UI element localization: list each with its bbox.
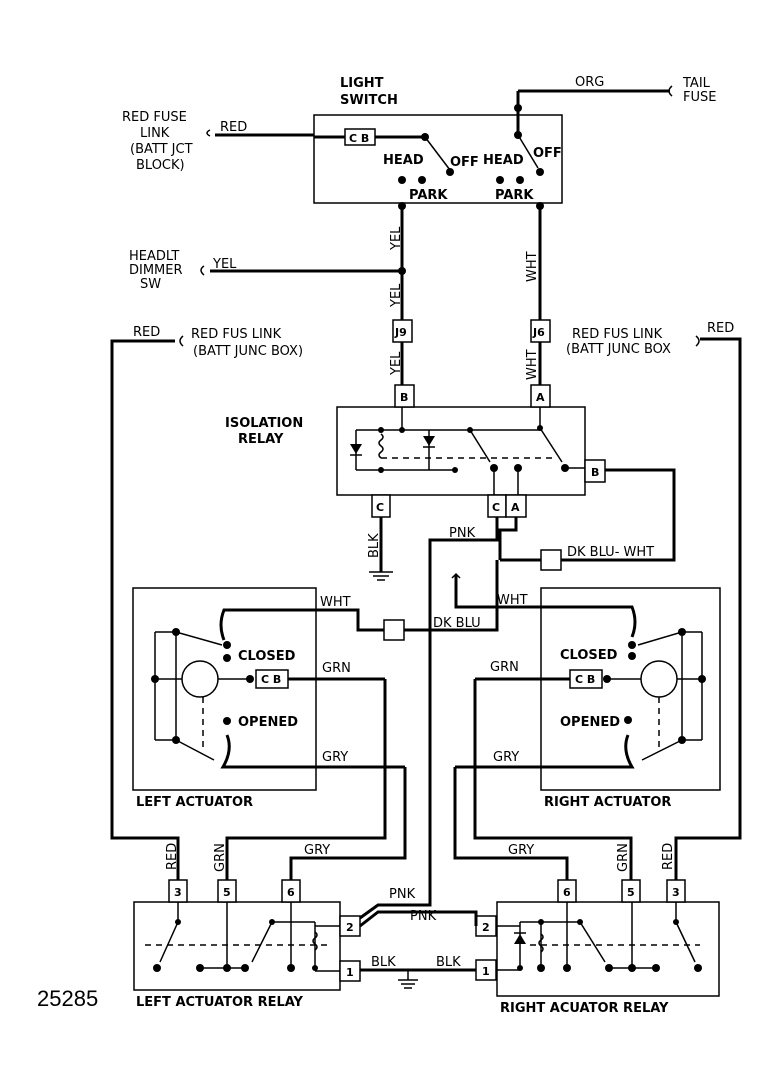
wire-wht-1: WHT xyxy=(525,251,540,282)
iso-pin-a-bottom: A xyxy=(511,501,520,514)
wire-wht-2: WHT xyxy=(525,349,540,380)
wire-grn-l-relay: GRN xyxy=(213,843,228,872)
light-switch-cb: C B xyxy=(349,132,369,145)
wire-pnk-top: PNK xyxy=(449,526,476,541)
iso-pin-b-right: B xyxy=(591,466,599,479)
wire-wht-right: WHT xyxy=(497,593,528,608)
lr-pin-3: 3 xyxy=(174,886,182,899)
off-label-left: OFF xyxy=(450,155,479,170)
park-label-left: PARK xyxy=(409,188,448,203)
wire-pnk-relay-2: PNK xyxy=(410,909,437,924)
isolation-relay-title-2: RELAY xyxy=(238,432,284,447)
wire-gry-l-relay: GRY xyxy=(304,843,330,858)
wire-blk-iso: BLK xyxy=(367,533,382,558)
left-cb: C B xyxy=(261,673,281,686)
left-actuator: CLOSED C B GRN OPENED GRY LEFT ACTUATOR xyxy=(132,587,405,810)
red-fus-link-left-2: (BATT JUNC BOX) xyxy=(193,344,303,359)
wire-yel-3: YEL xyxy=(389,351,404,376)
light-switch: LIGHT SWITCH C B HEAD OFF PARK HEAD OFF … xyxy=(313,76,563,210)
wire-grn-right: GRN xyxy=(490,660,519,675)
wire-org: ORG xyxy=(575,75,604,90)
wire-dk-blu: DK BLU xyxy=(433,616,481,631)
left-actuator-title: LEFT ACTUATOR xyxy=(136,795,253,810)
wire-grn-r-relay: GRN xyxy=(616,843,631,872)
wire-dk-blu-wht: DK BLU- WHT xyxy=(567,545,654,560)
left-actuator-wires: RED GRN GRY xyxy=(165,679,407,880)
wire-pnk-relay-1: PNK xyxy=(389,887,416,902)
off-label-right: OFF xyxy=(533,146,562,161)
relay-interconnects: PNK PNK BLK BLK xyxy=(359,887,478,989)
left-closed: CLOSED xyxy=(238,649,296,664)
iso-pin-c-left: C xyxy=(376,501,384,514)
rr-pin-3: 3 xyxy=(672,886,680,899)
left-red-feed: RED RED FUS LINK (BATT JUNC BOX) xyxy=(110,325,303,880)
isolation-relay: ISOLATION RELAY B A B C C A xyxy=(225,384,606,581)
isolation-relay-title-1: ISOLATION xyxy=(225,416,303,431)
iso-pin-a-top: A xyxy=(536,391,545,404)
red-fuse-link-2: LINK xyxy=(140,126,170,141)
lr-pin-2: 2 xyxy=(346,921,354,934)
left-opened: OPENED xyxy=(238,715,298,730)
wire-red-left: RED xyxy=(133,325,160,340)
wire-grn-left: GRN xyxy=(322,661,351,676)
wire-blk-relay-2: BLK xyxy=(436,955,461,970)
tail-fuse-1: TAIL xyxy=(682,76,711,91)
red-fuse-link-4: BLOCK) xyxy=(136,158,185,173)
red-fus-link-right-2: (BATT JUNC BOX xyxy=(566,342,671,357)
lr-pin-6: 6 xyxy=(287,886,295,899)
rr-pin-6: 6 xyxy=(563,886,571,899)
right-actuator-wires: RED GRN GRY xyxy=(453,679,676,880)
wire-yel-1: YEL xyxy=(389,226,404,251)
connector-j6: J6 xyxy=(532,326,545,339)
head-label-right: HEAD xyxy=(483,153,524,168)
lr-pin-1: 1 xyxy=(346,966,354,979)
right-cb: C B xyxy=(575,673,595,686)
rr-pin-1: 1 xyxy=(482,965,490,978)
red-fuse-link-1: RED FUSE xyxy=(122,110,187,125)
headlt-dimmer-1: HEADLT xyxy=(129,249,179,264)
left-relay-title: LEFT ACTUATOR RELAY xyxy=(136,995,304,1010)
head-label-left: HEAD xyxy=(383,153,424,168)
park-label-right: PARK xyxy=(495,188,534,203)
red-fuse-link-3: (BATT JCT xyxy=(130,142,193,157)
right-red-feed: RED FUS LINK (BATT JUNC BOX RED xyxy=(566,321,742,880)
red-fus-link-left-1: RED FUS LINK xyxy=(191,327,282,342)
right-closed: CLOSED xyxy=(560,648,618,663)
wire-gry-left: GRY xyxy=(322,750,348,765)
rr-pin-5: 5 xyxy=(627,886,635,899)
red-fus-link-right-1: RED FUS LINK xyxy=(572,327,663,342)
wire-wht-left: WHT xyxy=(320,595,351,610)
wire-gry-right: GRY xyxy=(493,750,519,765)
wire-blk-relay-1: BLK xyxy=(371,955,396,970)
right-opened: OPENED xyxy=(560,715,620,730)
wire-yel-dimmer: YEL xyxy=(212,257,237,272)
iso-relay-outputs: PNK DK BLU- WHT WHT DK BLU WHT xyxy=(232,468,676,920)
right-actuator-title: RIGHT ACTUATOR xyxy=(544,795,671,810)
wire-red-top: RED xyxy=(220,120,247,135)
headlt-dimmer-2: DIMMER xyxy=(129,263,183,278)
wire-red-r-relay: RED xyxy=(661,843,676,870)
rr-pin-2: 2 xyxy=(482,921,490,934)
figure-number: 25285 xyxy=(37,986,98,1011)
wire-gry-r-relay: GRY xyxy=(508,843,534,858)
right-actuator-relay: 6 5 3 2 1 RIGHT ACUATOR RELA xyxy=(475,879,720,1016)
top-sources: RED FUSE LINK (BATT JCT BLOCK) RED ORG T… xyxy=(122,75,716,173)
wire-red-right: RED xyxy=(707,321,734,336)
headlt-dimmer-3: SW xyxy=(140,277,161,292)
connector-j9: J9 xyxy=(394,326,407,339)
right-actuator: CLOSED C B GRN OPENED GRY RIGHT ACTUATOR xyxy=(455,587,721,810)
wire-red-l-relay: RED xyxy=(165,843,180,870)
light-switch-title-1: LIGHT xyxy=(340,76,384,91)
right-relay-title: RIGHT ACUATOR RELAY xyxy=(500,1001,669,1016)
tail-fuse-2: FUSE xyxy=(683,90,716,105)
left-actuator-relay: 3 5 6 2 1 LEFT ACTUATOR RELAY xyxy=(133,879,361,1010)
switch-output-wires: YEL YEL WHT HEADLT DIMMER SW YEL J9 J6 Y… xyxy=(129,206,551,385)
iso-pin-c-bottom: C xyxy=(492,501,500,514)
lr-pin-5: 5 xyxy=(223,886,231,899)
iso-pin-b-top: B xyxy=(400,391,408,404)
wire-yel-2: YEL xyxy=(389,283,404,308)
light-switch-title-2: SWITCH xyxy=(340,93,398,108)
